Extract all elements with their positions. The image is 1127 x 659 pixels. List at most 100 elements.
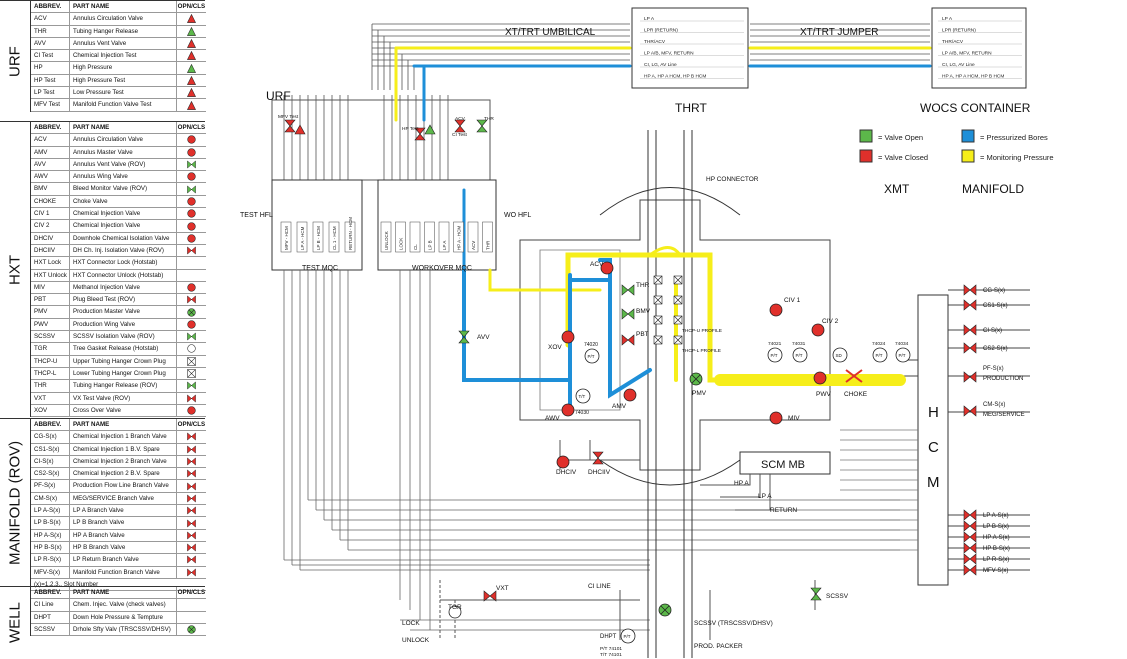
manifold-valve-right[interactable]	[969, 284, 977, 296]
wocs-line-label: LPR (RETURN)	[942, 28, 976, 34]
label-dhciv: DHCIV	[556, 469, 577, 476]
legend-part-name: Tubing Hanger Release	[70, 25, 177, 37]
manifold-valve-left[interactable]	[963, 284, 971, 296]
legend-state-icon	[177, 393, 206, 404]
pwv-valve[interactable]	[813, 371, 827, 385]
amv-valve[interactable]	[623, 388, 637, 402]
manifold-valve-right[interactable]	[969, 564, 977, 576]
legend-part-name: Choke Valve	[70, 195, 177, 208]
header-state: OPN/CLS	[177, 589, 206, 597]
manifold-valve-left[interactable]	[963, 509, 971, 521]
manifold-valve-left[interactable]	[963, 553, 971, 565]
dhciiv-valve-bottom[interactable]	[592, 457, 604, 465]
xov-valve[interactable]	[561, 330, 575, 344]
manifold-valve-left[interactable]	[963, 520, 971, 532]
tgr-valve[interactable]	[448, 605, 462, 619]
legend-abbrev: HXT Unlock	[31, 269, 70, 281]
acv-valve[interactable]	[600, 261, 614, 275]
urf-mfv-valve-top[interactable]	[284, 119, 296, 127]
manifold-valve-right[interactable]	[969, 542, 977, 554]
scssv-isolation-valve-bottom[interactable]	[810, 593, 822, 601]
legend-abbrev: HXT Lock	[31, 257, 70, 269]
manifold-valve-right[interactable]	[969, 299, 977, 311]
legend-abbrev: AWV	[31, 171, 70, 183]
manifold-valve-left[interactable]	[963, 542, 971, 554]
urf-section-label: URF	[6, 46, 24, 77]
well-section-label: WELL	[6, 602, 24, 644]
bmv-valve-left[interactable]	[621, 308, 629, 320]
manifold-valve-right[interactable]	[969, 520, 977, 532]
vxt-valve-left[interactable]	[483, 590, 491, 602]
manifold-valve-left[interactable]	[963, 531, 971, 543]
urf-acv-valve-top[interactable]	[454, 119, 466, 127]
workover-mqc-label: WORKOVER MQC	[412, 265, 472, 272]
thr-valve-left[interactable]	[621, 284, 629, 296]
urf-thr-valve-top[interactable]	[476, 119, 488, 127]
gauge-74024-text: P/T	[876, 353, 883, 358]
manifold-valve-right[interactable]	[969, 371, 977, 383]
dhciiv-valve-top[interactable]	[592, 451, 604, 459]
test-mqc-port-label: LP A - HCM	[300, 226, 305, 250]
legend-abbrev: MFV Test	[31, 99, 70, 111]
urf-mfv-valve-bottom[interactable]	[284, 125, 296, 133]
manifold-valve-label: LP R-S(x)	[983, 557, 1009, 563]
avv-valve-bottom[interactable]	[458, 336, 470, 344]
legend-abbrev: CS1-S(x)	[31, 443, 70, 455]
legend-part-name: Production Master Valve	[70, 306, 177, 318]
manifold-valve-left[interactable]	[963, 405, 971, 417]
urf-acv-valve-bottom[interactable]	[454, 125, 466, 133]
label-74021: 74021	[768, 341, 782, 347]
manifold-valve-label: MEG/SERVICE	[983, 412, 1025, 418]
manifold-valve-left[interactable]	[963, 564, 971, 576]
manifold-valve-right[interactable]	[969, 531, 977, 543]
legend-abbrev: THCP-L	[31, 367, 70, 380]
avv-valve-top[interactable]	[458, 330, 470, 338]
manifold-valve-right[interactable]	[969, 509, 977, 521]
manifold-valve-left[interactable]	[963, 299, 971, 311]
choke-icon[interactable]	[845, 369, 863, 383]
legend-row: LP A-S(x)LP A Branch Valve	[31, 505, 206, 518]
manifold-valve-right[interactable]	[969, 553, 977, 565]
urf-hp-test-valve-bottom[interactable]	[414, 133, 426, 141]
civ1-valve[interactable]	[769, 303, 783, 317]
miv-valve[interactable]	[769, 411, 783, 425]
manifold-valve-label: CM-S(x)	[983, 402, 1005, 408]
manifold-valve-left[interactable]	[963, 324, 971, 336]
thrt-line-label: THR/ACV	[644, 39, 666, 45]
urf-lp-test-valve[interactable]	[294, 124, 306, 135]
thr-valve-right[interactable]	[627, 284, 635, 296]
urf-thr-valve-bottom[interactable]	[476, 125, 488, 133]
legend-abbrev: CI Test	[31, 50, 70, 62]
bmv-valve-right[interactable]	[627, 308, 635, 320]
scssv-isolation-valve-top[interactable]	[810, 587, 822, 595]
legend-abbrev: DHCIV	[31, 232, 70, 244]
manifold-valve-left[interactable]	[963, 342, 971, 354]
vxt-valve-right[interactable]	[489, 590, 497, 602]
wocs-line-label: LP A	[942, 16, 953, 22]
manifold-valve-label: HP B-S(x)	[983, 546, 1010, 552]
label-thcp-u: THCP-U PROFILE	[682, 328, 722, 334]
civ2-valve[interactable]	[811, 323, 825, 337]
urf-hp-valve[interactable]	[424, 124, 436, 135]
urf-hp-test-valve-top[interactable]	[414, 127, 426, 135]
gauge-74030-text: T/T	[579, 394, 586, 399]
awv-valve[interactable]	[561, 403, 575, 417]
manifold-valve-right[interactable]	[969, 324, 977, 336]
pbt-valve-left[interactable]	[621, 334, 629, 346]
legend-part-name: LP B Branch Valve	[70, 517, 177, 529]
dhciv-valve[interactable]	[556, 455, 570, 469]
manifold-valve-right[interactable]	[969, 405, 977, 417]
manifold-valve-right[interactable]	[969, 342, 977, 354]
manifold-valve-left[interactable]	[963, 371, 971, 383]
pbt-valve-right[interactable]	[627, 334, 635, 346]
